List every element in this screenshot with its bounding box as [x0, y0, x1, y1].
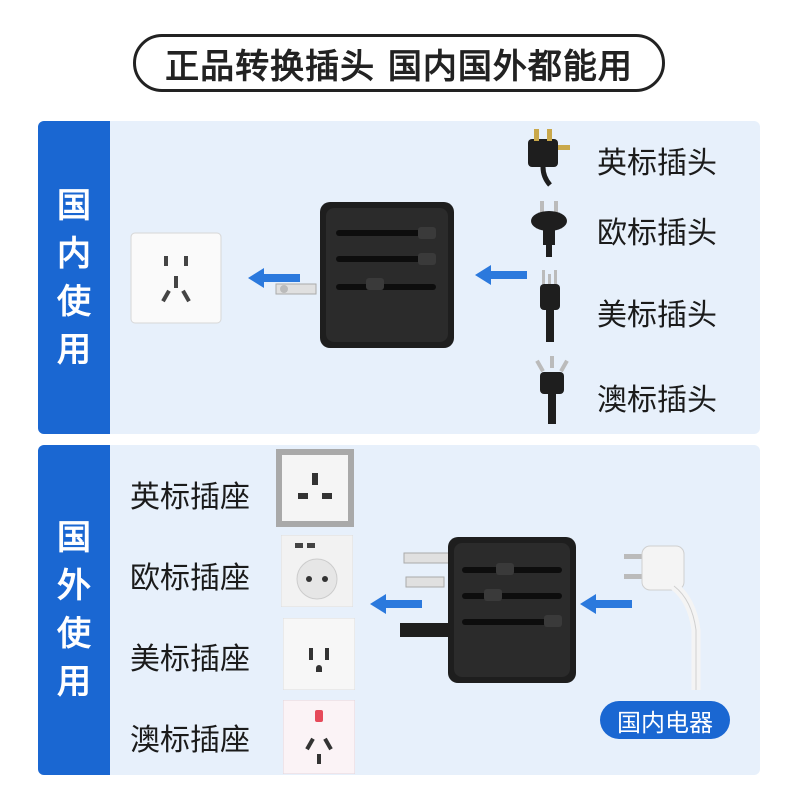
us-socket-label: 美标插座: [130, 642, 250, 677]
au-plug-icon: [535, 356, 569, 424]
travel-adapter-icon: [400, 537, 576, 683]
au-socket-label: 澳标插座: [130, 723, 250, 758]
domestic-side-char-2: 内: [57, 233, 91, 274]
au-plug-label: 澳标插头: [597, 383, 717, 418]
abroad-side-char-4: 用: [57, 662, 91, 702]
abroad-side-char-3: 使: [57, 614, 91, 654]
uk-socket-label: 英标插座: [130, 480, 250, 515]
us-plug-icon: [540, 270, 560, 342]
eu-socket-label: 欧标插座: [130, 561, 250, 596]
cn-wall-socket-icon: [130, 232, 222, 324]
domestic-side-char-4: 用: [57, 329, 91, 370]
uk-plug-label: 英标插头: [597, 146, 717, 181]
cn-appliance-plug-icon: [624, 545, 701, 690]
travel-adapter-icon: [275, 202, 454, 348]
arrow-left-icon: [580, 594, 632, 614]
page-title: 正品转换插头 国内国外都能用: [133, 34, 665, 92]
domestic-side-char-3: 使: [57, 281, 91, 322]
domestic-appliance-badge: 国内电器: [600, 701, 730, 739]
eu-plug-label: 欧标插头: [597, 216, 717, 251]
au-socket-icon: [283, 700, 355, 774]
uk-socket-icon: [276, 449, 354, 527]
us-socket-icon: [283, 618, 355, 690]
domestic-side-char-1: 国: [57, 185, 91, 226]
eu-socket-icon: [281, 535, 353, 607]
abroad-side-tab: 国 外 使 用: [38, 445, 110, 775]
arrow-left-icon: [475, 265, 527, 285]
eu-plug-icon: [531, 201, 567, 257]
abroad-side-char-1: 国: [57, 518, 91, 558]
domestic-side-tab: 国 内 使 用: [38, 121, 110, 434]
us-plug-label: 美标插头: [597, 298, 717, 333]
abroad-side-char-2: 外: [57, 566, 91, 606]
arrow-left-icon: [370, 594, 422, 614]
arrow-left-icon: [248, 268, 300, 288]
uk-plug-icon: [528, 129, 570, 187]
